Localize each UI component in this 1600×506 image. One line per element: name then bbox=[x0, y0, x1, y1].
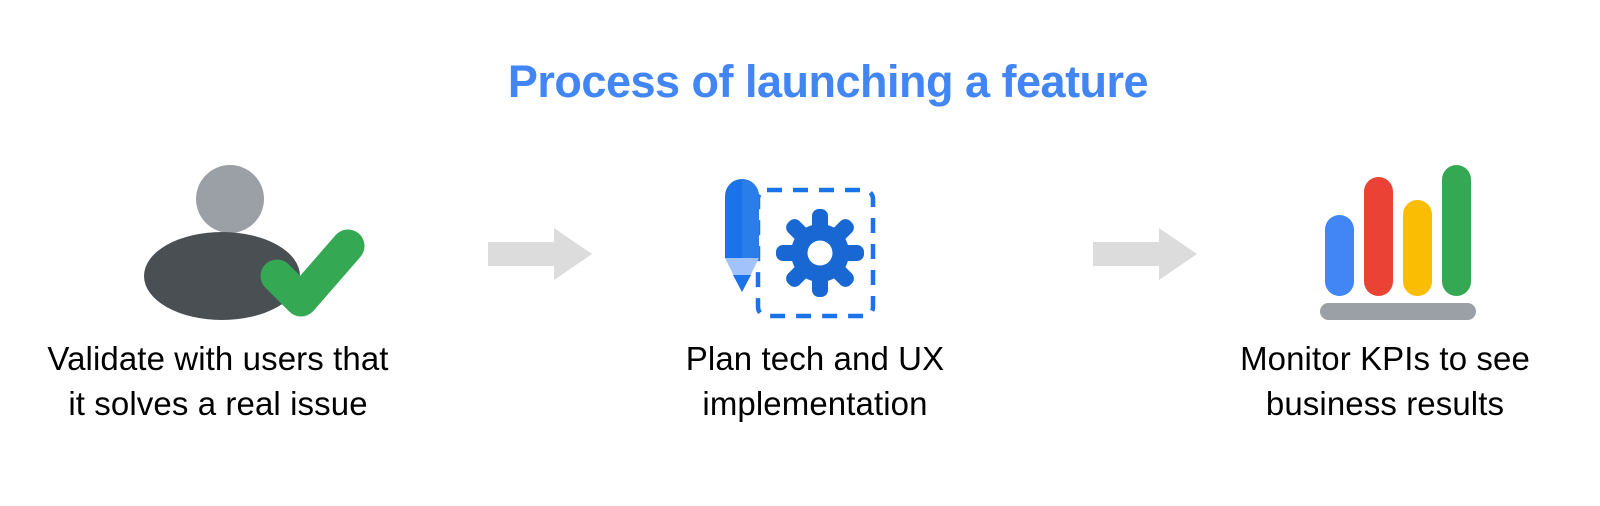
bar-red-icon bbox=[1364, 177, 1393, 296]
step-2-caption-line-1: Plan tech and UX bbox=[685, 340, 945, 377]
process-step-validate: Validate with users that it solves a rea… bbox=[8, 140, 428, 470]
arrow-right-icon bbox=[1093, 228, 1197, 280]
gear-icon bbox=[776, 209, 864, 297]
step-2-caption: Plan tech and UX implementation bbox=[605, 336, 1025, 426]
bar-blue-icon bbox=[1325, 215, 1354, 296]
step-1-artwork bbox=[8, 140, 428, 325]
step-1-caption-line-2: it solves a real issue bbox=[68, 385, 368, 422]
chart-baseline-icon bbox=[1320, 303, 1476, 320]
page-title-text: Process of launching a feature bbox=[507, 56, 1149, 107]
arrow-right-icon bbox=[488, 228, 592, 280]
person-check-icon bbox=[144, 165, 365, 320]
step-2-artwork bbox=[605, 140, 1025, 325]
person-head-icon bbox=[196, 165, 264, 233]
bar-yellow-icon bbox=[1403, 200, 1432, 296]
step-3-caption-line-2: business results bbox=[1265, 385, 1505, 422]
pencil-gear-icon bbox=[725, 179, 876, 319]
step-2-caption-line-2: implementation bbox=[702, 385, 928, 422]
flow-arrow-1 bbox=[488, 228, 592, 280]
step-1-caption: Validate with users that it solves a rea… bbox=[8, 336, 428, 426]
process-step-plan: Plan tech and UX implementation bbox=[605, 140, 1025, 470]
process-step-monitor: Monitor KPIs to see business results bbox=[1175, 140, 1595, 470]
bar-chart-icon bbox=[1320, 165, 1476, 320]
person-body-icon bbox=[144, 232, 300, 320]
step-3-caption: Monitor KPIs to see business results bbox=[1175, 336, 1595, 426]
step-1-caption-line-1: Validate with users that bbox=[47, 340, 389, 377]
flow-arrow-2 bbox=[1093, 228, 1197, 280]
process-steps: Validate with users that it solves a rea… bbox=[0, 140, 1600, 470]
step-3-artwork bbox=[1175, 140, 1595, 325]
pencil-point-icon bbox=[733, 275, 751, 292]
pencil-body-highlight-icon bbox=[742, 179, 759, 258]
check-mark-icon bbox=[260, 229, 365, 317]
step-3-caption-line-1: Monitor KPIs to see bbox=[1240, 340, 1530, 377]
page-title: Process of launching a feature bbox=[0, 56, 1600, 108]
bar-green-icon bbox=[1442, 165, 1471, 296]
